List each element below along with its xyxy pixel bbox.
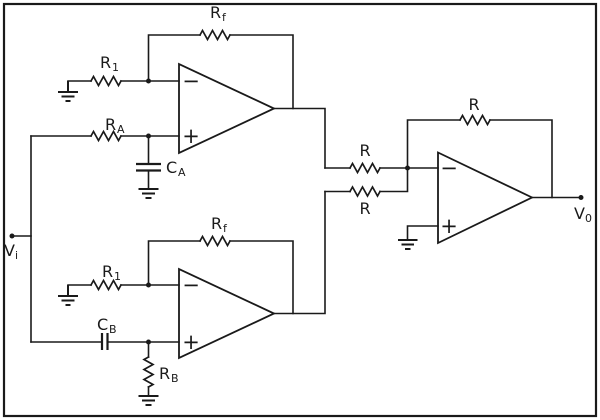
stage2-r1-ground-icon — [58, 285, 78, 306]
output-terminal-dot — [578, 195, 584, 200]
stage1-ca-label: C — [166, 158, 177, 177]
stage1-noninverting-sign: + — [182, 124, 200, 148]
stage2-r1-resistor — [89, 278, 123, 292]
stage2-cb-label: C — [97, 315, 108, 334]
stage1-r1-label-sub: 1 — [112, 61, 119, 74]
stage2-r1-label-sub: 1 — [114, 270, 121, 283]
stage2-cb-label-sub: B — [109, 323, 117, 336]
stage2-noninverting-sign: + — [182, 330, 200, 354]
stage1-opamp-block: R 1 R f R A C A − + — [30, 3, 326, 199]
summing-rf-label: R — [468, 95, 479, 114]
input-source: V i — [4, 135, 32, 343]
stage1-rf-label-sub: f — [222, 11, 227, 24]
stage1-r1-label: R — [100, 53, 111, 72]
stage2-rf-label: R — [211, 214, 222, 233]
summing-ground-icon — [398, 239, 418, 250]
stage2-opamp-block: R 1 R f C B R B − + — [30, 190, 326, 406]
stage1-ca-label-sub: A — [178, 166, 186, 179]
stage1-ca-capacitor — [136, 162, 161, 172]
summing-top-resistor — [348, 161, 382, 175]
stage2-cb-capacitor — [100, 333, 109, 350]
stage1-inverting-sign: − — [182, 69, 200, 93]
summing-feedback-resistor — [458, 113, 492, 127]
summing-bottom-r-right-wire — [379, 167, 409, 193]
input-label-sub: i — [15, 249, 18, 262]
input-terminal-dot — [9, 233, 15, 239]
summing-opamp-triangle — [437, 151, 535, 245]
stage2-rf-resistor — [198, 234, 232, 248]
stage1-output-wire — [273, 107, 326, 169]
stage1-ra-label: R — [105, 115, 116, 134]
stage1-ra-resistor — [89, 129, 123, 143]
stage1-rf-resistor — [198, 28, 232, 42]
summing-ground-wire — [406, 225, 439, 241]
stage2-rb-resistor — [142, 355, 155, 389]
stage1-rf-label: R — [210, 3, 221, 22]
stage2-opamp-triangle — [178, 267, 277, 360]
stage2-rf-right-wire — [229, 240, 294, 315]
stage2-r1-label: R — [102, 262, 113, 281]
stage1-ra-label-sub: A — [117, 123, 125, 136]
stage2-rf-left-wire — [147, 240, 201, 286]
summing-rf-right-wire — [489, 119, 553, 199]
summing-rf-left-wire — [406, 119, 461, 169]
stage1-r1-ground-icon — [58, 81, 78, 102]
stage1-rf-left-wire — [147, 34, 201, 82]
summing-noninverting-sign: + — [440, 214, 458, 238]
summing-opamp-block: R R R − + V 0 — [324, 95, 592, 250]
stage2-output-wire — [273, 190, 326, 315]
stage1-r1-resistor — [89, 74, 123, 88]
stage1-opamp-triangle — [178, 62, 277, 155]
stage2-rf-label-sub: f — [223, 222, 228, 235]
stage1-rf-right-wire — [229, 34, 294, 110]
stage2-inverting-sign: − — [182, 273, 200, 297]
input-label: V — [4, 241, 15, 260]
stage2-rb-ground-icon — [138, 395, 159, 406]
stage2-rb-label: R — [159, 364, 170, 383]
output-label: V — [574, 204, 585, 223]
output-label-sub: 0 — [585, 212, 592, 225]
summing-inverting-sign: − — [440, 156, 458, 180]
stage2-rb-label-sub: B — [171, 372, 179, 385]
summing-top-r-label: R — [359, 141, 370, 160]
summing-bottom-r-label: R — [359, 199, 370, 218]
stage1-ca-ground-icon — [138, 188, 159, 199]
summing-bottom-resistor — [348, 185, 382, 198]
